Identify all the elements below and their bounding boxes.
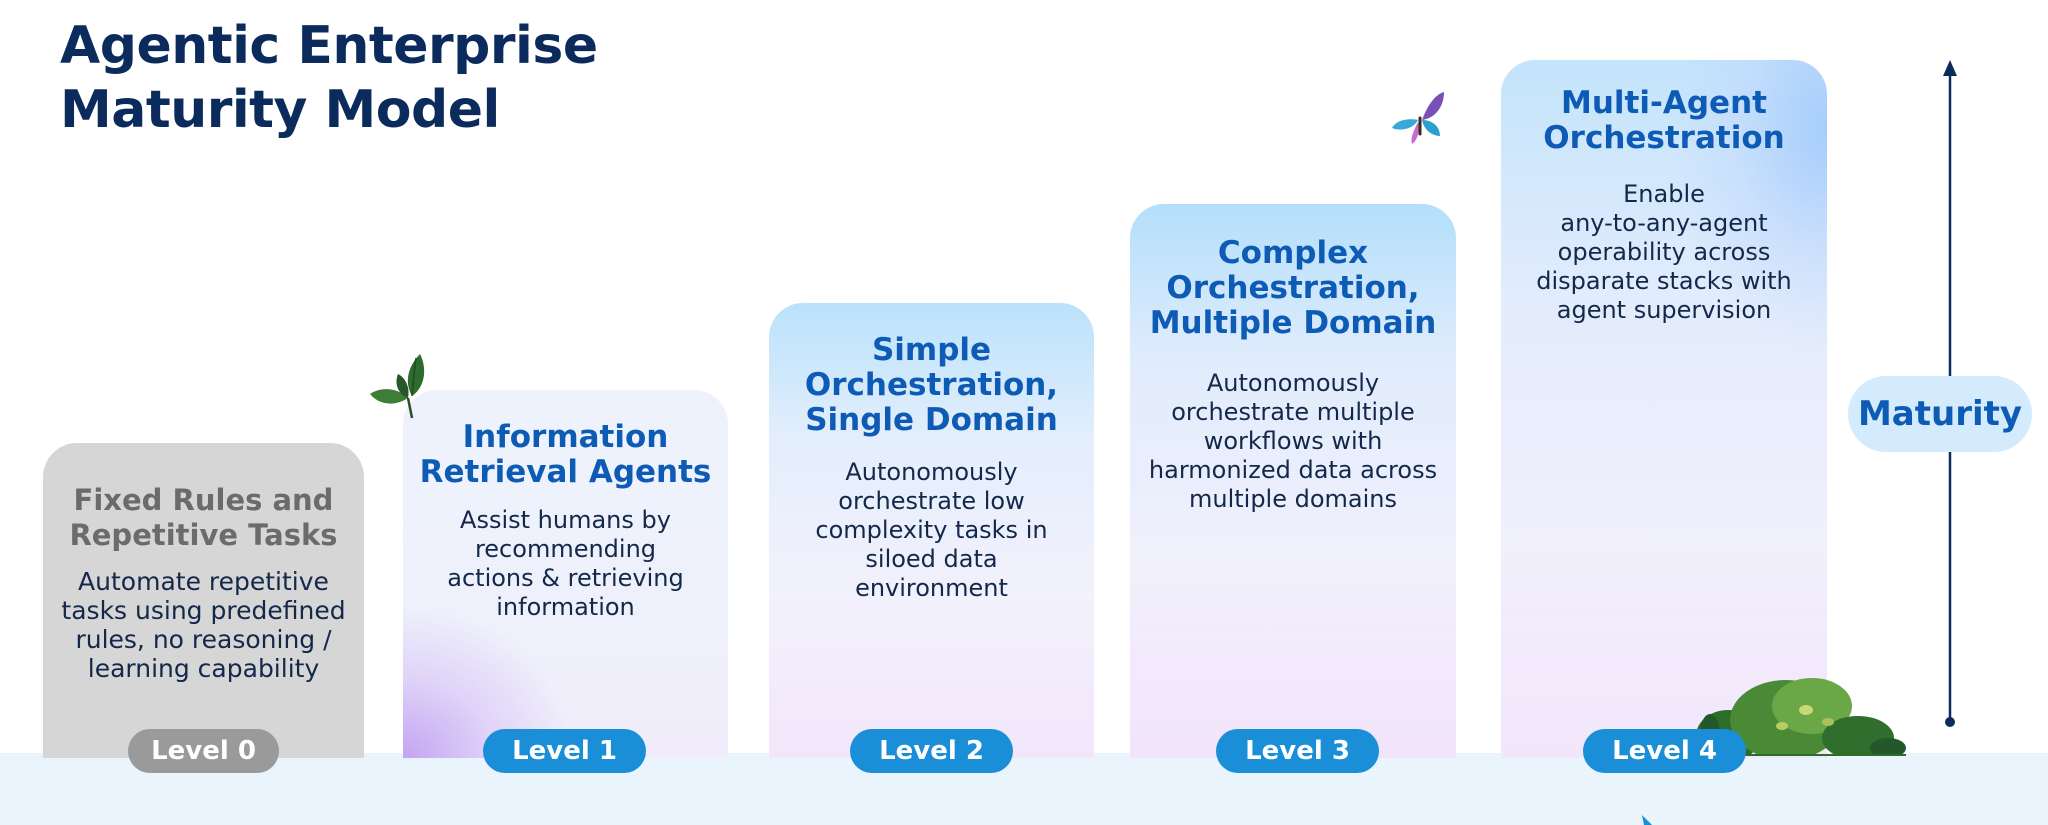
level-4-description-line: Enable xyxy=(1623,180,1705,208)
arrow-up-icon xyxy=(1943,60,1957,76)
level-1-description-line: recommending xyxy=(474,535,657,563)
level-3-card: Complex Orchestration, Multiple Domain A… xyxy=(1130,204,1456,758)
level-2-description-line: orchestrate low xyxy=(838,487,1025,515)
level-2-description-line: siloed data xyxy=(865,545,998,573)
level-0-heading: Fixed Rules and Repetitive Tasks xyxy=(43,483,364,553)
level-4-description-line: disparate stacks with xyxy=(1536,267,1792,295)
level-4-badge: Level 4 xyxy=(1583,729,1746,773)
level-0-description-line: tasks using predefined xyxy=(61,596,346,625)
level-2-heading-line: Orchestration, xyxy=(804,367,1059,403)
level-4-card: Multi-Agent Orchestration Enable any-to-… xyxy=(1501,60,1827,758)
level-1-description-line: Assist humans by xyxy=(460,506,671,534)
level-3-description: Autonomously orchestrate multiple workfl… xyxy=(1130,369,1456,514)
leaf-decoration-icon xyxy=(370,354,425,419)
level-4-heading-line: Orchestration xyxy=(1543,120,1785,156)
level-2-heading-line: Simple xyxy=(871,332,992,368)
level-0-heading-line: Fixed Rules and xyxy=(73,483,334,517)
arrow-tip-icon xyxy=(1642,815,1652,825)
level-1-heading-line: Information xyxy=(462,419,669,455)
level-3-description-line: orchestrate multiple xyxy=(1171,398,1415,426)
level-3-badge: Level 3 xyxy=(1216,729,1379,773)
level-3-description-line: multiple domains xyxy=(1188,485,1398,513)
butterfly-icon xyxy=(1392,92,1444,144)
level-2-description-line: Autonomously xyxy=(845,458,1018,486)
level-4-heading: Multi-Agent Orchestration xyxy=(1501,86,1827,156)
level-1-card: Information Retrieval Agents Assist huma… xyxy=(403,390,728,758)
level-0-card: Fixed Rules and Repetitive Tasks Automat… xyxy=(43,443,364,758)
level-3-heading-line: Multiple Domain xyxy=(1149,305,1437,341)
maturity-label: Maturity xyxy=(1848,376,2032,452)
level-4-heading-line: Multi-Agent xyxy=(1561,85,1767,121)
level-0-badge: Level 0 xyxy=(128,729,279,773)
level-3-heading-line: Orchestration, xyxy=(1166,270,1420,306)
level-0-description: Automate repetitive tasks using predefin… xyxy=(43,567,364,683)
level-0-description-line: Automate repetitive xyxy=(78,567,329,596)
level-3-heading: Complex Orchestration, Multiple Domain xyxy=(1130,236,1456,341)
page-title: Agentic Enterprise Maturity Model xyxy=(60,14,598,142)
level-1-description: Assist humans by recommending actions & … xyxy=(403,506,728,622)
level-0-description-line: rules, no reasoning / xyxy=(75,625,332,654)
title-line-2: Maturity Model xyxy=(60,80,500,140)
level-2-description-line: complexity tasks in xyxy=(815,516,1048,544)
level-1-heading-line: Retrieval Agents xyxy=(419,454,712,490)
level-3-heading-line: Complex xyxy=(1217,235,1369,271)
level-4-description-line: agent supervision xyxy=(1556,296,1772,324)
level-2-description-line: environment xyxy=(855,574,1008,602)
level-1-description-line: actions & retrieving xyxy=(447,564,684,592)
level-2-badge: Level 2 xyxy=(850,729,1013,773)
level-0-description-line: learning capability xyxy=(87,654,320,683)
level-4-description-line: any-to-any-agent xyxy=(1560,209,1768,237)
level-4-description-line: operability across xyxy=(1557,238,1771,266)
level-2-card: Simple Orchestration, Single Domain Auto… xyxy=(769,303,1094,758)
level-4-description: Enable any-to-any-agent operability acro… xyxy=(1501,180,1827,325)
title-line-1: Agentic Enterprise xyxy=(60,16,598,76)
level-2-description: Autonomously orchestrate low complexity … xyxy=(769,458,1094,603)
level-1-heading: Information Retrieval Agents xyxy=(403,420,728,490)
level-1-badge: Level 1 xyxy=(483,729,646,773)
level-3-description-line: Autonomously xyxy=(1206,369,1380,397)
level-0-heading-line: Repetitive Tasks xyxy=(69,518,338,552)
level-2-heading-line: Single Domain xyxy=(805,402,1058,438)
level-3-description-line: harmonized data across xyxy=(1148,456,1438,484)
level-3-description-line: workflows with xyxy=(1203,427,1383,455)
level-1-description-line: information xyxy=(496,593,635,621)
level-2-heading: Simple Orchestration, Single Domain xyxy=(769,333,1094,438)
